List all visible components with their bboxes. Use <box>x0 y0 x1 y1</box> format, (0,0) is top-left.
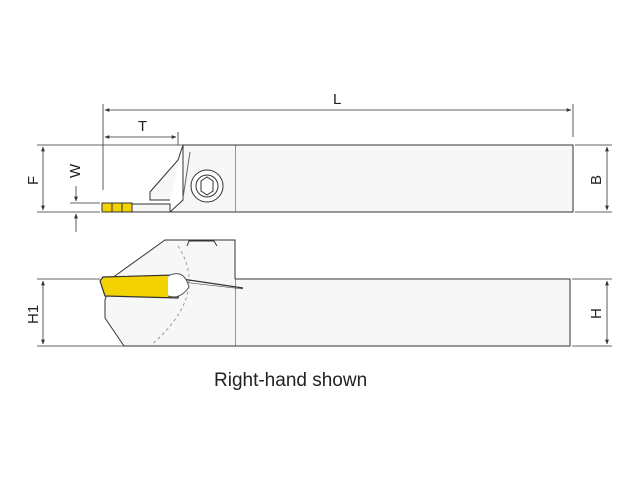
side-view <box>99 239 571 347</box>
top-view-insert <box>101 202 133 213</box>
top-view <box>101 144 574 213</box>
label-F: F <box>25 176 42 185</box>
dimensions <box>37 104 612 347</box>
label-L: L <box>333 91 341 108</box>
label-B: B <box>588 175 605 185</box>
label-T: T <box>138 118 147 135</box>
coolant-pin <box>181 278 244 289</box>
label-H: H <box>588 308 605 319</box>
label-H1: H1 <box>25 305 42 324</box>
top-view-blade <box>149 144 184 201</box>
hex-socket-icon <box>200 176 214 196</box>
caption: Right-hand shown <box>214 370 367 391</box>
dashed-arc <box>149 245 190 347</box>
side-view-shank <box>234 278 571 347</box>
label-W: W <box>67 163 84 178</box>
top-view-shank <box>234 144 574 213</box>
